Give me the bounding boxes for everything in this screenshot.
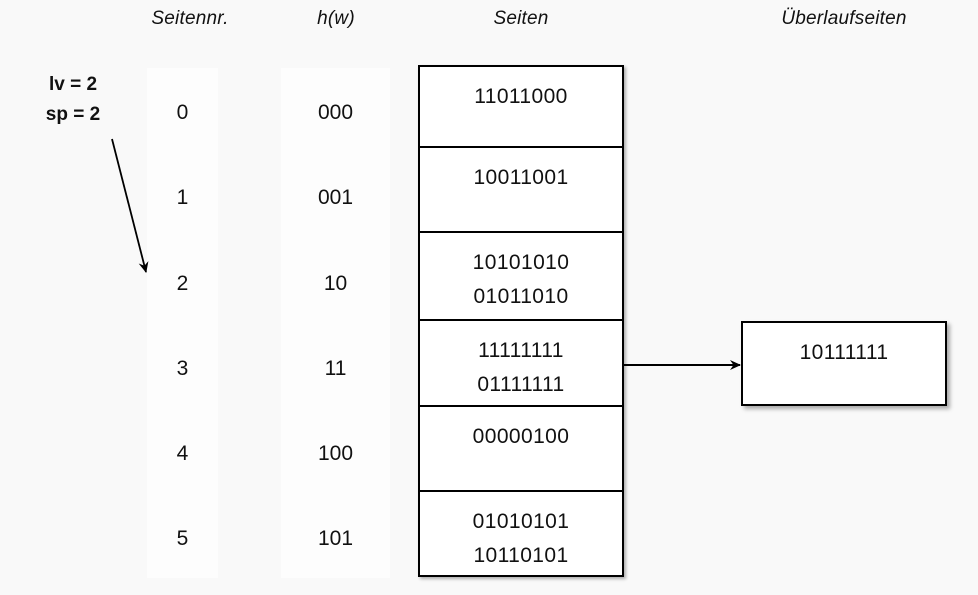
column-panel-hw: 000 001 10 11 100 101 bbox=[281, 68, 390, 578]
pages-table: 11011000 10011001 10101010 01011010 1111… bbox=[418, 65, 624, 577]
page-number-cell: 4 bbox=[176, 442, 189, 465]
param-sp: sp = 2 bbox=[45, 104, 101, 125]
column-header-hw: h(w) bbox=[317, 8, 355, 29]
hash-value-cell: 000 bbox=[317, 101, 354, 124]
split-pointer-arrow bbox=[111, 138, 149, 273]
page-record: 01011010 bbox=[473, 285, 569, 308]
hash-value-cell: 11 bbox=[324, 357, 347, 380]
hash-value-cell: 001 bbox=[317, 186, 354, 209]
param-lv: lv = 2 bbox=[48, 74, 98, 95]
page-number-cell: 3 bbox=[176, 357, 189, 380]
hash-value-cell: 101 bbox=[317, 527, 354, 550]
page-bucket-row: 11111111 01111111 bbox=[420, 321, 622, 407]
page-record: 10110101 bbox=[473, 544, 569, 567]
page-record: 01010101 bbox=[472, 510, 570, 533]
parameter-annotations: lv = 2 sp = 2 bbox=[18, 70, 128, 130]
page-number-cell: 1 bbox=[176, 186, 189, 209]
column-panel-seitennr: 0 1 2 3 4 5 bbox=[147, 68, 218, 578]
page-number-cell: 2 bbox=[176, 272, 189, 295]
overflow-record: 10111111 bbox=[799, 341, 889, 364]
column-header-seitennr: Seitennr. bbox=[151, 8, 229, 29]
page-bucket-row: 01010101 10110101 bbox=[420, 492, 622, 574]
page-bucket-row: 10011001 bbox=[420, 148, 622, 233]
page-record: 10011001 bbox=[473, 166, 569, 189]
page-record: 10101010 bbox=[472, 251, 570, 274]
column-header-ueberlaufseiten: Überlaufseiten bbox=[781, 8, 907, 29]
overflow-page-box: 10111111 bbox=[741, 321, 947, 406]
page-number-cell: 0 bbox=[176, 101, 189, 124]
page-number-cell: 5 bbox=[176, 527, 189, 550]
page-record: 01111111 bbox=[477, 373, 565, 396]
column-header-seiten: Seiten bbox=[493, 8, 549, 29]
page-bucket-row: 00000100 bbox=[420, 407, 622, 492]
hash-value-cell: 100 bbox=[317, 442, 354, 465]
page-bucket-row: 10101010 01011010 bbox=[420, 233, 622, 321]
page-record: 11011000 bbox=[474, 85, 568, 108]
hash-value-cell: 10 bbox=[323, 272, 348, 295]
page-record: 00000100 bbox=[472, 425, 570, 448]
page-bucket-row: 11011000 bbox=[420, 67, 622, 148]
page-record: 11111111 bbox=[478, 339, 564, 362]
